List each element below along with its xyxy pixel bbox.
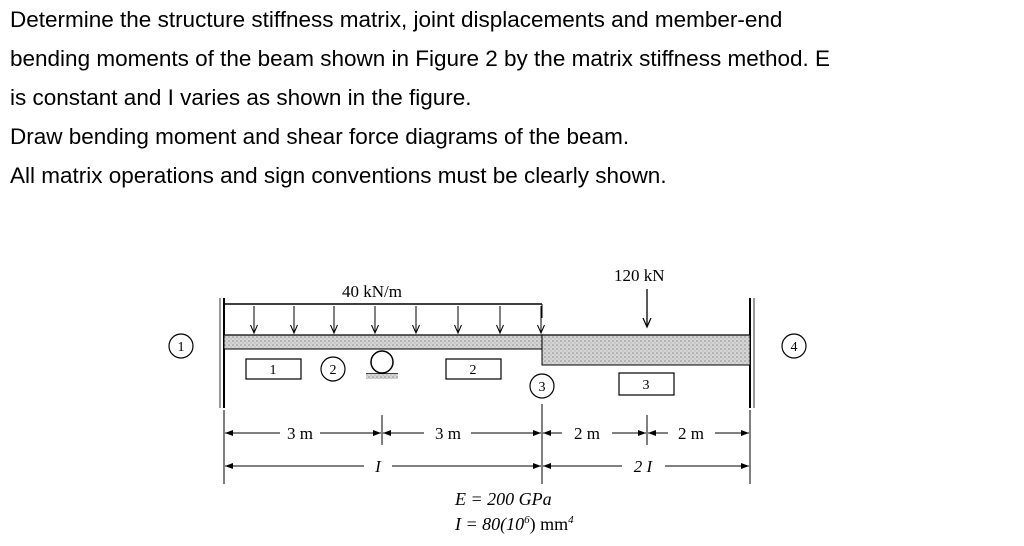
roller-support: [366, 350, 398, 379]
joint-label-2: 2: [320, 356, 346, 382]
udl-arrow-icon: [250, 306, 258, 335]
fixed-support-left: [219, 298, 225, 408]
udl-arrow-icon: [412, 306, 420, 335]
problem-line-1: Determine the structure stiffness matrix…: [10, 7, 783, 32]
problem-line-3: is constant and I varies as shown in the…: [10, 85, 472, 110]
joint-label-1: 1: [168, 333, 194, 359]
udl-arrow-icon: [290, 306, 298, 335]
inertia-value-label: I = 80(106) mm4: [454, 514, 574, 535]
problem-line-4: Draw bending moment and shear force diag…: [10, 124, 630, 149]
inertia-label-right: 2 I: [634, 457, 654, 476]
distributed-load: 40 kN/m: [224, 282, 545, 335]
point-load-label: 120 kN: [614, 266, 665, 285]
udl-arrow-icon: [371, 306, 379, 335]
joint-label-4: 4: [781, 333, 807, 359]
svg-text:1: 1: [178, 340, 185, 355]
svg-text:2: 2: [470, 363, 477, 378]
inertia-dimensions: I 2 I: [225, 457, 749, 476]
svg-text:3: 3: [643, 378, 650, 393]
span-label-3: 2 m: [574, 424, 600, 443]
udl-arrow-icon: [496, 306, 504, 335]
member-label-1: 1: [245, 358, 302, 380]
inertia-label-left: I: [374, 457, 382, 476]
member-label-2: 2: [445, 358, 502, 380]
svg-text:1: 1: [270, 363, 277, 378]
beam-segment-2I: [541, 334, 751, 366]
member-label-3: 3: [618, 372, 675, 396]
point-load: 120 kN: [614, 266, 665, 329]
svg-text:2: 2: [330, 363, 337, 378]
fixed-support-right: [749, 298, 755, 408]
udl-arrow-icon: [537, 306, 545, 335]
modulus-label: E = 200 GPa: [454, 489, 552, 509]
beam-segment-I: [223, 334, 543, 350]
span-label-2: 3 m: [435, 424, 461, 443]
svg-text:4: 4: [791, 340, 798, 355]
udl-arrow-icon: [330, 306, 338, 335]
distributed-load-label: 40 kN/m: [342, 282, 402, 301]
udl-arrow-icon: [454, 306, 462, 335]
span-label-1: 3 m: [287, 424, 313, 443]
problem-line-2: bending moments of the beam shown in Fig…: [10, 46, 831, 71]
problem-line-5: All matrix operations and sign conventio…: [10, 163, 667, 188]
problem-statement: Determine the structure stiffness matrix…: [10, 0, 1010, 195]
svg-text:3: 3: [539, 380, 546, 395]
span-label-4: 2 m: [678, 424, 704, 443]
span-dimensions: 3 m 3 m 2 m 2 m: [223, 404, 751, 484]
joint-label-3: 3: [529, 373, 555, 399]
